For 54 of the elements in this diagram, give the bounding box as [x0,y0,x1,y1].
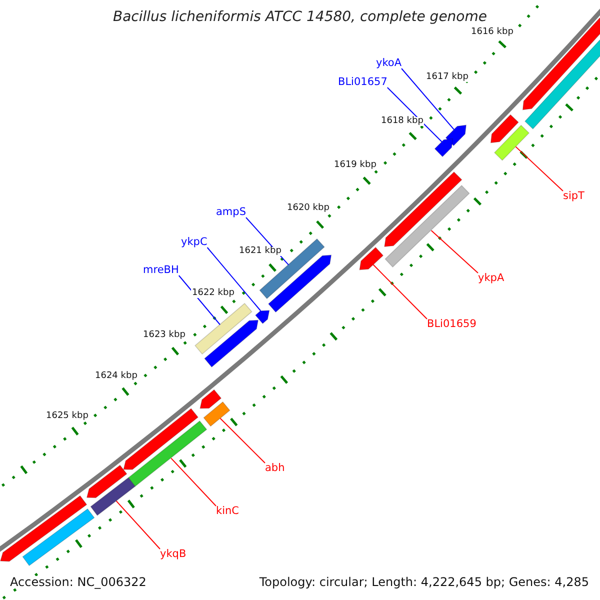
leader-line [515,146,564,192]
gene-block [90,477,136,516]
genome-info-text: Topology: circular; Length: 4,222,645 bp; Genes: 4,285 [258,576,590,588]
scale-label: 1617 kbp [425,73,470,82]
scale-label: 1622 kbp [191,289,236,298]
gene-block [200,389,222,409]
leader-line [206,247,262,312]
scale-label: 1625 kbp [45,412,90,421]
scale-label: 1620 kbp [286,204,330,213]
gene-block [384,184,470,268]
gene-block [86,464,128,498]
gene-label: abh [265,463,285,474]
gene-label: kinC [216,506,239,516]
gene-block [494,124,530,161]
gene-block [490,114,519,144]
leader-line [386,87,442,142]
gene-block [0,495,88,562]
gene-block [203,401,230,427]
gene-label: ykoA [376,58,402,68]
title: Bacillus licheniformis ATCC 14580, complete genome [112,10,488,24]
gene-label: ykqB [160,549,186,560]
gene-label: sipT [563,191,584,202]
scale-label: 1616 kbp [470,28,514,37]
gene-block [359,246,384,270]
gene-block [434,138,454,158]
scale-label: 1623 kbp [142,331,186,340]
gene-block [22,508,95,566]
leader-line [220,418,266,464]
leader-line [430,230,478,274]
gene-block [268,254,332,313]
scale-label: 1618 kbp [380,117,424,126]
leader-line [372,264,428,320]
leader-line [401,68,454,130]
gene-block [384,171,462,248]
gene-label: ykpC [181,237,208,248]
gene-label: mreBH [143,265,179,276]
gene-block [259,238,325,300]
gene-label: BLi01657 [338,77,388,88]
gene-block [123,408,199,470]
gene-label: ampS [216,207,246,218]
gene-block [204,320,259,368]
gene-block [194,302,252,355]
leader-line [116,500,160,550]
gene-block [254,310,270,324]
leader-line [178,275,220,326]
scale-label: 1619 kbp [333,161,378,170]
scale-label: 1621 kbp [238,247,282,256]
gene-label: BLi01659 [427,319,476,330]
gene-block [128,420,208,487]
accession-text: Accession: NC_006322 [9,576,148,588]
scale-label: 1624 kbp [94,372,138,381]
gene-label: ykpA [478,273,504,284]
gene-block [445,124,467,146]
leader-line [170,458,216,506]
